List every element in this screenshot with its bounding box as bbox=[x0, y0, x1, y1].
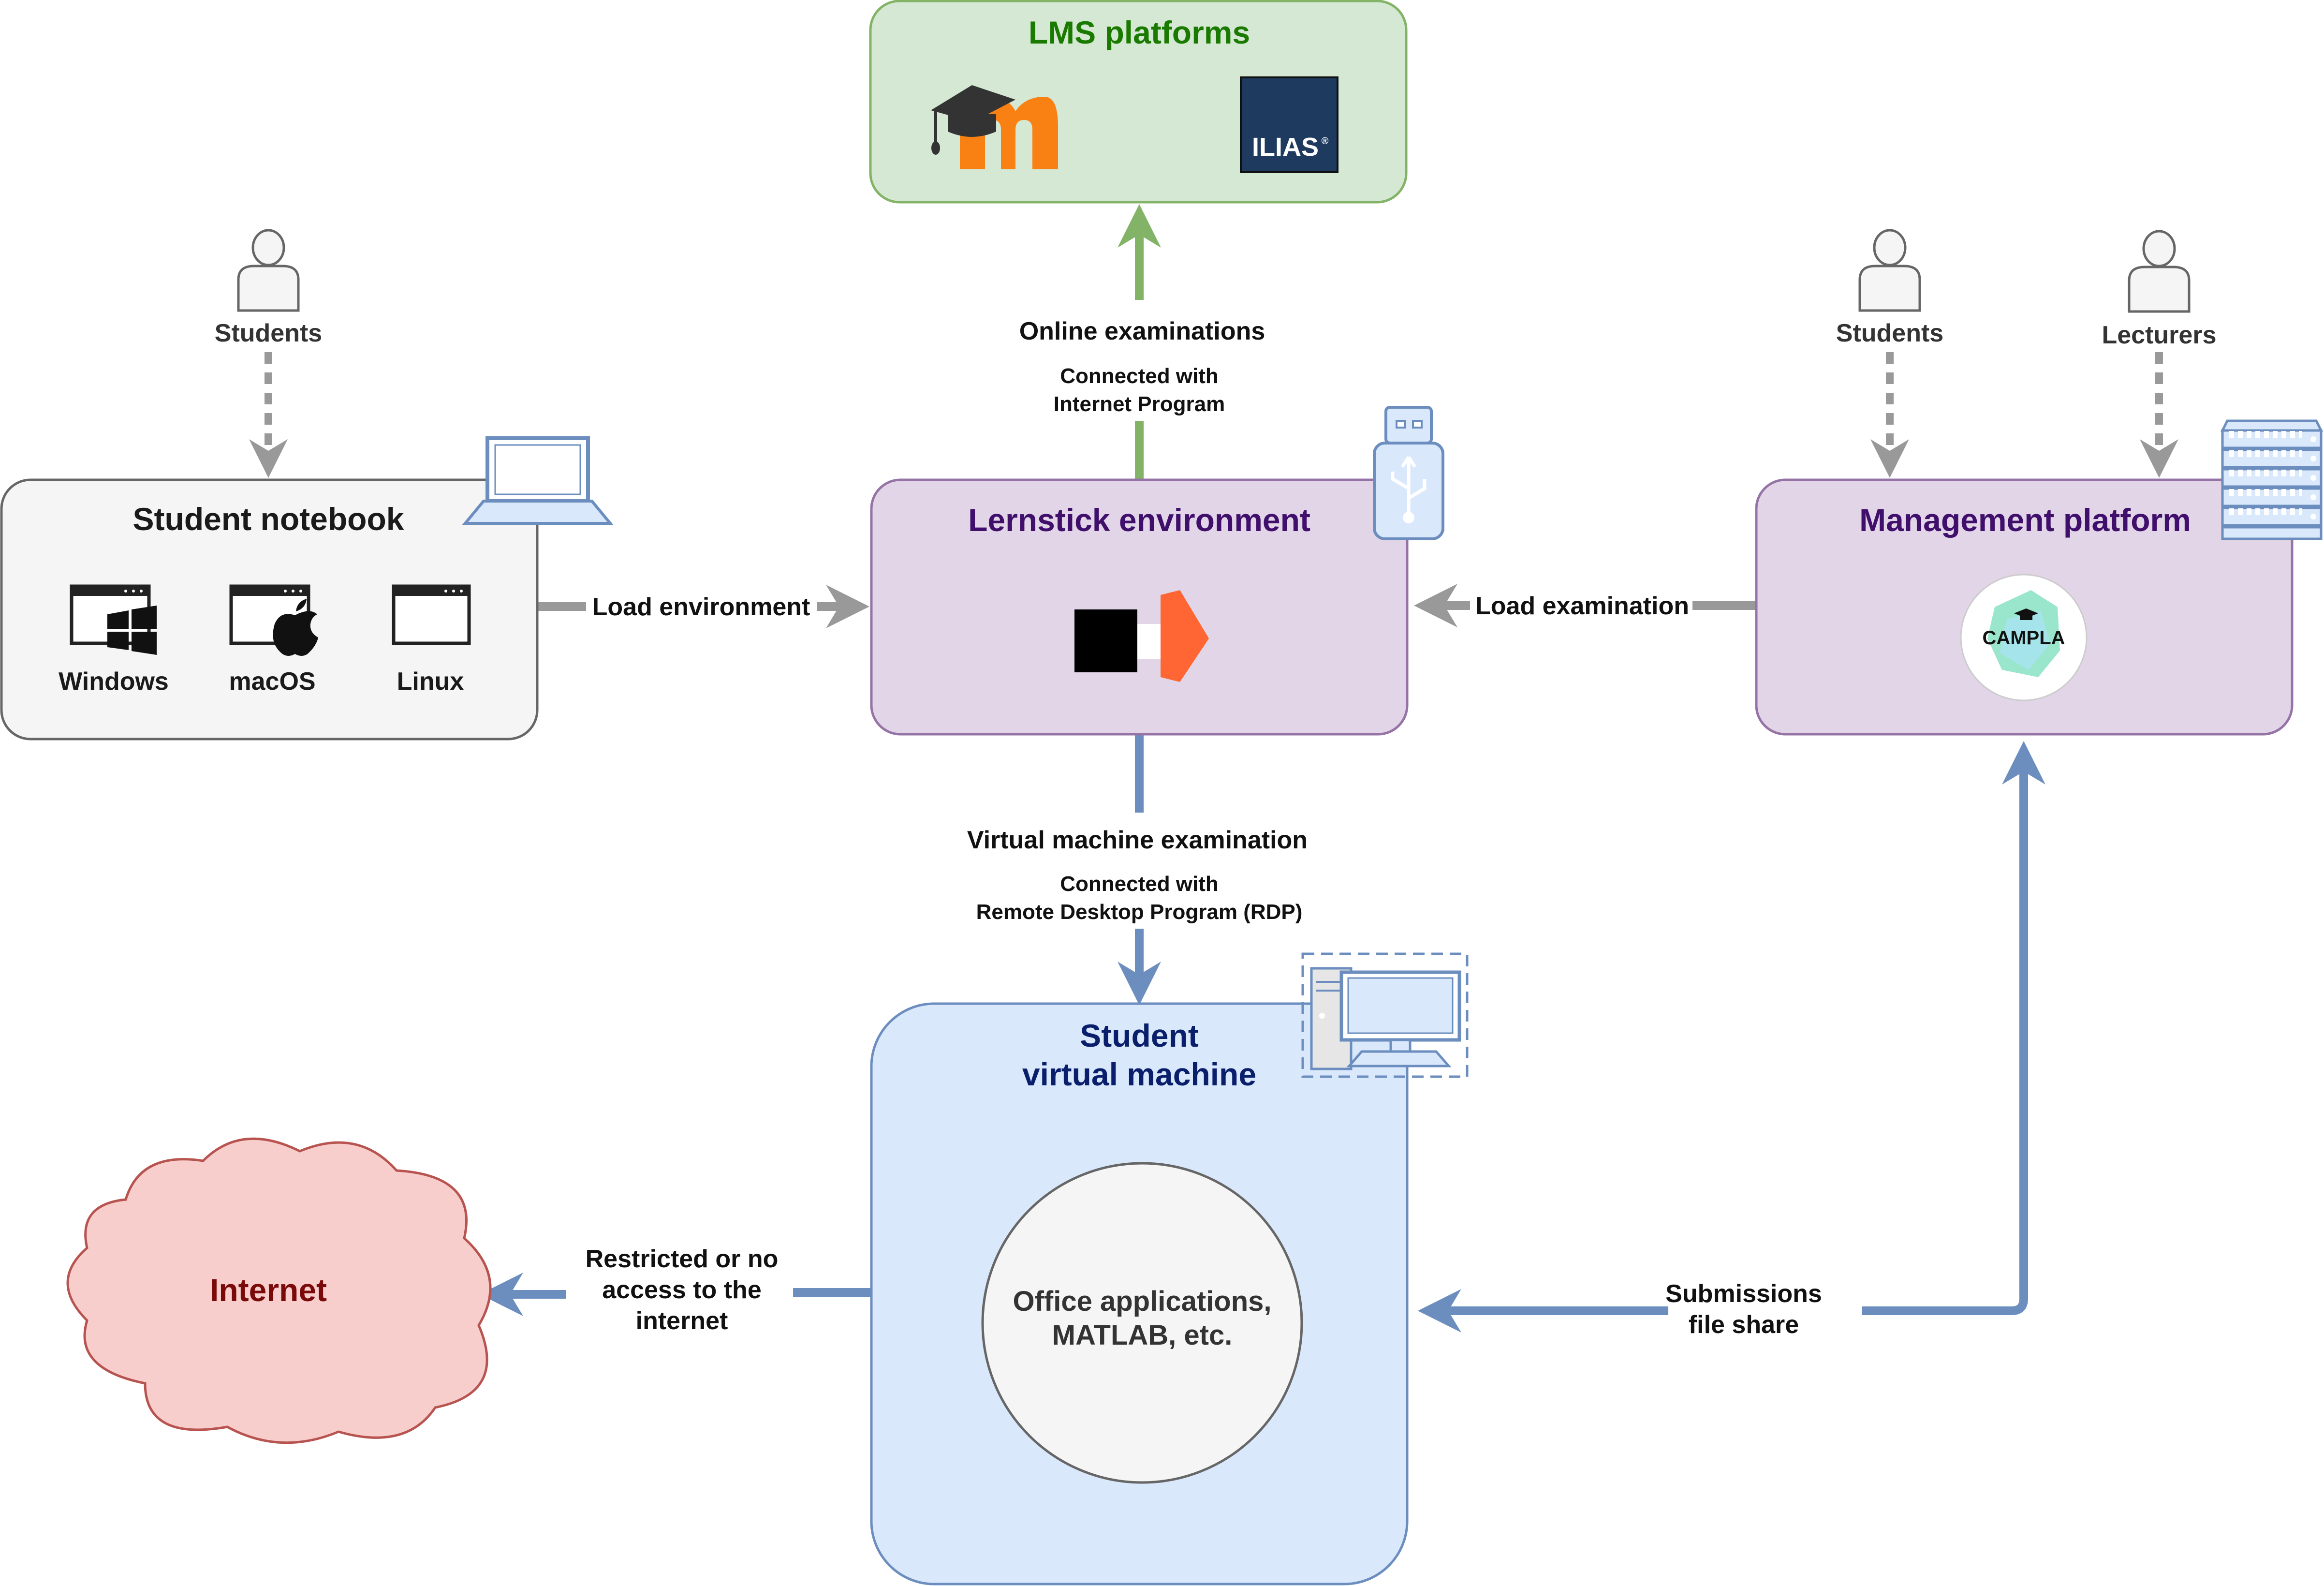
moodle-logo bbox=[931, 85, 1058, 169]
online-examinations-sub2: Internet Program bbox=[1054, 392, 1225, 416]
os-windows-label: Windows bbox=[59, 667, 169, 696]
user-icon bbox=[238, 230, 298, 311]
lernstick-environment-box: Lernstick environment bbox=[870, 478, 1409, 736]
windows-icon bbox=[70, 584, 157, 655]
load-examination-label: Load examination bbox=[1475, 592, 1689, 620]
restricted-access-line2: access to the bbox=[602, 1276, 762, 1304]
lernstick-environment-title: Lernstick environment bbox=[968, 502, 1310, 538]
actor-management-lecturers: Lecturers bbox=[2102, 231, 2217, 349]
actor-lecturers-label: Lecturers bbox=[2102, 321, 2217, 349]
actor-students-label: Students bbox=[215, 319, 322, 347]
vm-examination-label: Virtual machine examination bbox=[967, 826, 1308, 854]
restricted-access-line1: Restricted or no bbox=[586, 1245, 779, 1273]
user-icon bbox=[2129, 231, 2189, 311]
apps-line1: Office applications, bbox=[1013, 1286, 1272, 1317]
restricted-access-line3: internet bbox=[636, 1307, 728, 1335]
student-notebook-title: Student notebook bbox=[133, 501, 404, 537]
lms-platforms-box: LMS platforms ILIAS ® bbox=[869, 0, 1408, 204]
applications-circle: Office applications, MATLAB, etc. bbox=[981, 1162, 1303, 1484]
ilias-logo-text: ILIAS bbox=[1252, 133, 1319, 162]
submissions-line2: file share bbox=[1689, 1311, 1799, 1339]
user-icon bbox=[1860, 230, 1920, 311]
os-macos-label: macOS bbox=[229, 667, 315, 696]
lms-platforms-title: LMS platforms bbox=[1029, 15, 1250, 50]
online-examinations-sub1: Connected with bbox=[1060, 364, 1219, 388]
management-platform-box: Management platform CAMPLA bbox=[1755, 478, 2294, 736]
vm-examination-sub2: Remote Desktop Program (RDP) bbox=[976, 900, 1303, 924]
edge-submissions-file-share bbox=[1418, 741, 2045, 1333]
campla-logo-text: CAMPLA bbox=[1982, 627, 2065, 649]
lernstick-logo bbox=[1074, 590, 1209, 682]
apps-line2: MATLAB, etc. bbox=[1052, 1319, 1233, 1351]
server-icon bbox=[2220, 419, 2324, 540]
load-environment-label: Load environment bbox=[592, 593, 810, 621]
edge-restricted-internet bbox=[480, 1273, 870, 1316]
online-examinations-label: Online examinations bbox=[1019, 317, 1265, 345]
vm-examination-sub1: Connected with bbox=[1060, 872, 1219, 896]
ilias-logo: ILIAS ® bbox=[1240, 76, 1339, 173]
actor-notebook-students: Students bbox=[215, 230, 322, 347]
campla-logo: CAMPLA bbox=[1960, 574, 2088, 701]
student-notebook-box: Student notebook Windows macOS Linux bbox=[0, 478, 539, 741]
ilias-logo-mark: ® bbox=[1322, 136, 1329, 147]
os-linux-label: Linux bbox=[397, 667, 464, 696]
internet-title: Internet bbox=[210, 1272, 327, 1308]
actor-management-students: Students bbox=[1836, 230, 1943, 347]
laptop-icon bbox=[462, 436, 614, 525]
vm-title-line2: virtual machine bbox=[1022, 1056, 1256, 1092]
computer-icon bbox=[1301, 952, 1469, 1078]
student-virtual-machine-box: Student virtual machine Office applicati… bbox=[870, 1002, 1409, 1586]
internet-cloud: Internet bbox=[66, 1137, 492, 1444]
apple-icon bbox=[229, 584, 318, 656]
linux-window-icon bbox=[392, 584, 471, 645]
management-platform-title: Management platform bbox=[1859, 502, 2191, 538]
usb-stick-icon bbox=[1373, 406, 1444, 540]
vm-title-line1: Student bbox=[1080, 1018, 1199, 1053]
actor-students-label: Students bbox=[1836, 319, 1943, 347]
submissions-line1: Submissions bbox=[1665, 1280, 1822, 1308]
